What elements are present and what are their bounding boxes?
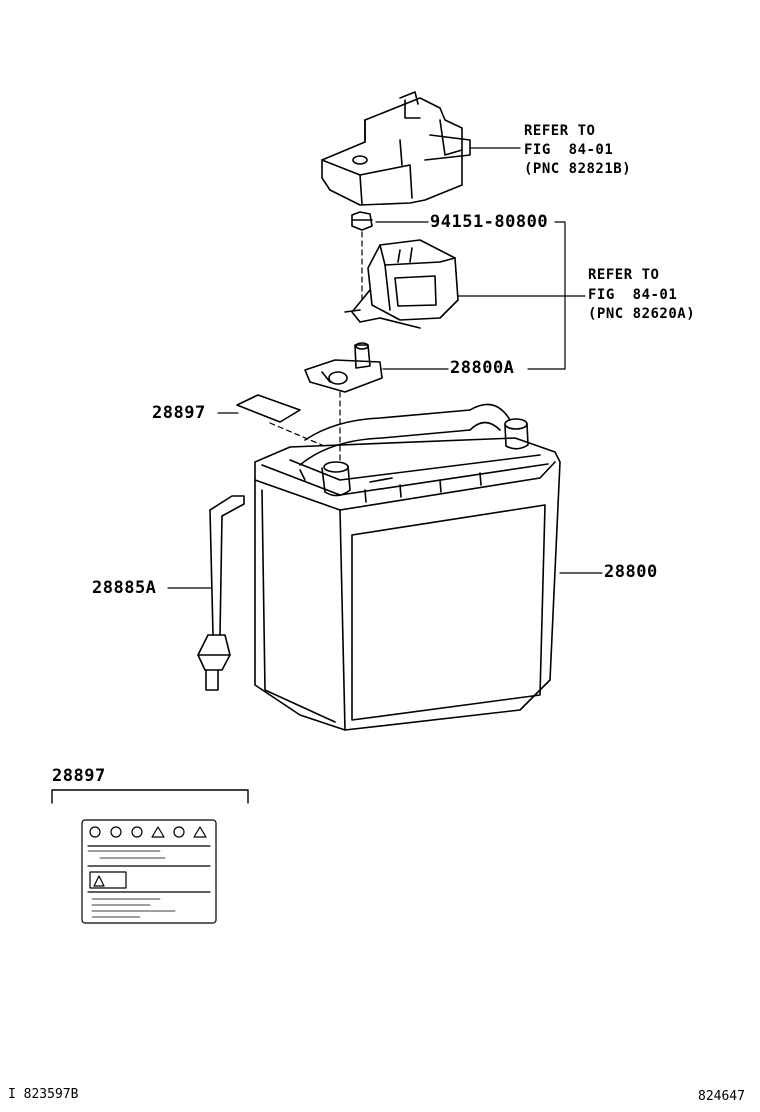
footer-page-code: 824647 [698, 1089, 745, 1104]
relay-cover[interactable] [321, 91, 471, 206]
footer-illustration-code: I 823597B [8, 1087, 79, 1102]
battery-part-number[interactable]: 28800 [604, 562, 658, 582]
relay-cover-ref-line-2: FIG 84-01 [524, 142, 614, 158]
relay[interactable] [344, 239, 459, 329]
detail-bracket [51, 789, 249, 804]
hold-down-bolt[interactable] [197, 495, 245, 691]
relay-cover-ref-line-3: (PNC 82821B) [524, 161, 632, 177]
label-card-detail[interactable] [81, 819, 217, 924]
terminal-clamp[interactable] [304, 342, 383, 393]
nut-part-number[interactable]: 94151-80800 [430, 212, 549, 232]
relay-ref-line-2: FIG 84-01 [588, 287, 678, 303]
nut[interactable] [351, 211, 373, 231]
relay-ref-line-3: (PNC 82620A) [588, 306, 696, 322]
relay-ref-line-1: REFER TO [588, 267, 660, 283]
battery[interactable] [254, 403, 561, 731]
detail-heading: 28897 [52, 766, 106, 786]
label-sticker[interactable] [236, 394, 301, 423]
relay-cover-ref-line-1: REFER TO [524, 123, 596, 139]
label-part-number[interactable]: 28897 [152, 403, 206, 423]
clamp-part-number[interactable]: 28800A [450, 358, 515, 378]
bolt-part-number[interactable]: 28885A [92, 578, 157, 598]
